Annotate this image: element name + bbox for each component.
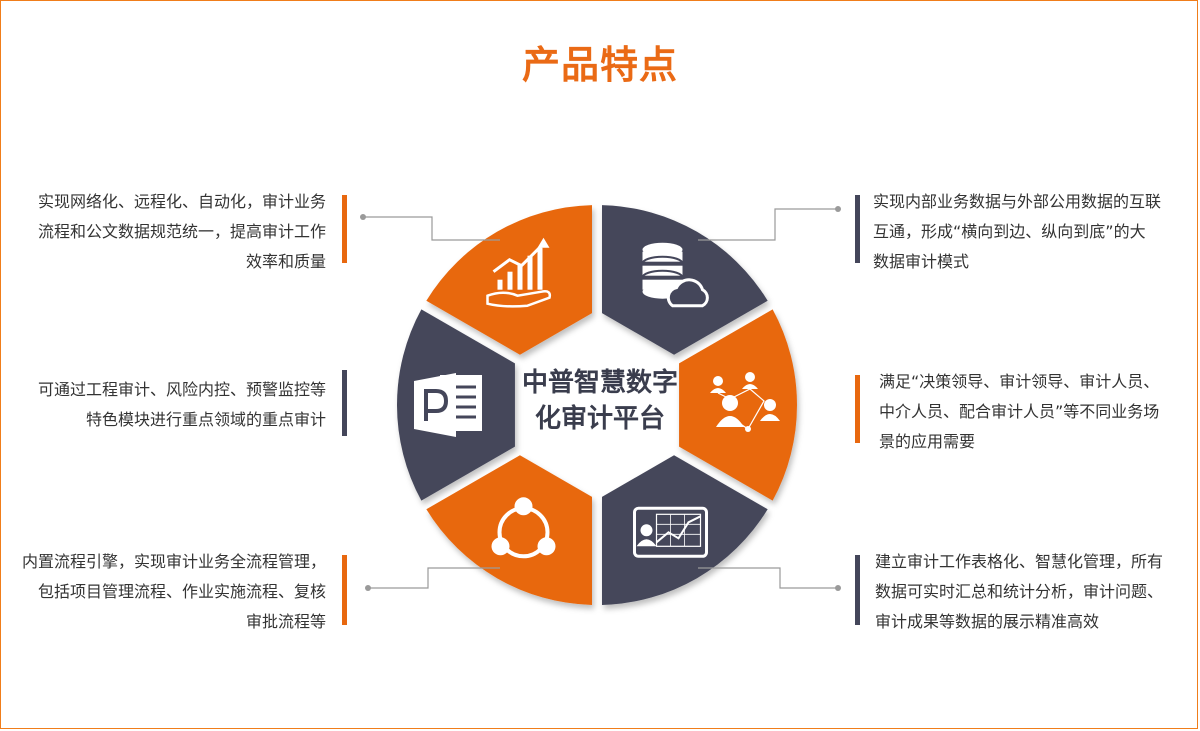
feature-line: 审批流程等 [245,612,326,631]
feature-top-right: 实现内部业务数据与外部公用数据的互联 互通，形成“横向到边、纵向到底”的大 数据… [873,187,1193,277]
feature-top-left: 实现网络化、远程化、自动化，审计业务 流程和公文数据规范统一，提高审计工作 效率… [6,187,326,277]
feature-line: 实现内部业务数据与外部公用数据的互联 [873,192,1162,211]
feature-line: 数据可实时汇总和统计分析，审计问题、 [875,582,1164,601]
database-cloud-icon [641,242,709,308]
feature-line: 数据审计模式 [873,252,970,271]
center-label: 中普智慧数字 化审计平台 [512,365,688,437]
ring-segment-mid-right [679,309,798,501]
feature-bottom-right: 建立审计工作表格化、智慧化管理，所有 数据可实时汇总和统计分析，审计问题、 审计… [875,547,1195,637]
growth-chart-hand-icon [486,237,552,308]
connector-line [363,216,500,241]
chart-tablet-icon [633,506,708,558]
accent-bar-mid-right [855,375,860,443]
center-label-line: 中普智慧数字 [521,368,678,398]
connector-dot [365,585,371,591]
connector-dot [835,585,841,591]
people-network-icon [710,372,780,432]
feature-line: 内置流程引擎，实现审计业务全流程管理， [21,552,326,571]
center-label-line: 化审计平台 [534,404,665,434]
accent-bar-mid-left [342,370,347,436]
feature-line: 特色模块进行重点领域的重点审计 [85,410,326,429]
accent-bar-bottom-left [342,555,347,625]
connector-line [368,567,500,589]
feature-bottom-left: 内置流程引擎，实现审计业务全流程管理， 包括项目管理流程、作业实施流程、复核 审… [6,547,326,637]
feature-line: 满足“决策领导、审计领导、审计人员、 [879,372,1160,391]
feature-mid-left: 可通过工程审计、风险内控、预警监控等 特色模块进行重点领域的重点审计 [6,375,326,435]
feature-line: 流程和公文数据规范统一，提高审计工作 [37,222,326,241]
workflow-cycle-icon [491,497,556,559]
accent-bar-top-left [342,195,347,263]
feature-line: 审计成果等数据的展示精准高效 [875,612,1100,631]
accent-bar-top-right [855,195,860,263]
feature-mid-right: 满足“决策领导、审计领导、审计人员、 中介人员、配合审计人员”等不同业务场 景的… [879,367,1199,457]
feature-line: 景的应用需要 [879,432,976,451]
connector-line [698,567,838,589]
connector-dot [360,214,366,220]
feature-line: 可通过工程审计、风险内控、预警监控等 [37,380,326,399]
connector-dot [835,206,841,212]
connector-line [698,208,838,241]
feature-line: 中介人员、配合审计人员”等不同业务场 [879,402,1160,421]
feature-line: 效率和质量 [245,252,326,271]
feature-line: 实现网络化、远程化、自动化，审计业务 [37,192,326,211]
feature-line: 包括项目管理流程、作业实施流程、复核 [37,582,326,601]
page-title: 产品特点 [521,43,678,87]
feature-line: 建立审计工作表格化、智慧化管理，所有 [875,552,1164,571]
ring-segment-bottom-left [426,455,593,605]
feature-line: 互通，形成“横向到边、纵向到底”的大 [873,222,1146,241]
presentation-document-icon [414,373,482,437]
accent-bar-bottom-right [855,555,860,625]
